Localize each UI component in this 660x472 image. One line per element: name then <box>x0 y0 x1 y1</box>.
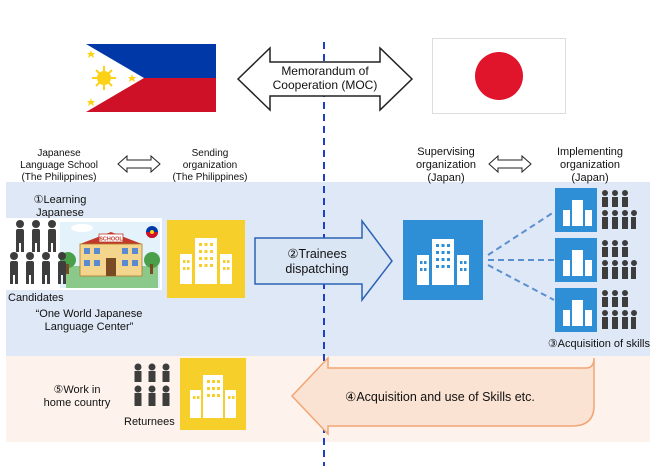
candidates-school-illustration: SCHOOL <box>6 218 162 290</box>
implementing-organization-2 <box>555 238 637 282</box>
step-2-dispatching-label: ②Trainees dispatching <box>285 247 349 276</box>
implementing-organization-3 <box>555 288 637 332</box>
school-sign-text: SCHOOL <box>99 237 123 243</box>
supervising-organization-building <box>403 220 483 300</box>
home-organization-building <box>180 358 246 430</box>
candidates-label: Candidates <box>8 292 64 304</box>
implementing-organization-1 <box>555 188 637 232</box>
language-center-name: “One World Japanese Language Center” <box>35 308 143 333</box>
supervision-connectors <box>487 211 555 301</box>
step-4-use-label: ④Acquisition and use of Skills etc. <box>345 390 535 404</box>
step-1-learning-label: ①Learning Japanese <box>33 194 87 219</box>
supervising-organization-label: Supervising organization (Japan) <box>416 146 476 184</box>
skills-return-arrow <box>290 356 595 436</box>
step-3-acquisition-label: ③Acquisition of skills <box>547 338 650 350</box>
building-icon <box>180 238 232 284</box>
building-icon <box>190 375 236 418</box>
sending-organization-building <box>167 220 245 298</box>
returnees-people-icon <box>134 363 170 406</box>
japanese-language-school-label: Japanese Language School (The Philippine… <box>20 148 98 183</box>
sending-organization-label: Sending organization (The Philippines) <box>172 148 248 183</box>
moc-double-arrow <box>236 46 414 112</box>
returnees-label: Returnees <box>124 416 175 428</box>
step-5-work-label: ⑤Work in home country <box>43 384 111 409</box>
implementing-organization-label: Implementing organization (Japan) <box>556 146 624 184</box>
moc-label: Memorandum of Cooperation (MOC) <box>272 64 378 92</box>
trainees-dispatch-arrow <box>254 218 393 303</box>
building-icon <box>417 239 469 285</box>
japan-flag <box>432 38 566 114</box>
supervising-implementing-double-arrow <box>488 154 532 174</box>
school-sending-double-arrow <box>117 154 161 174</box>
philippines-flag <box>86 44 216 112</box>
